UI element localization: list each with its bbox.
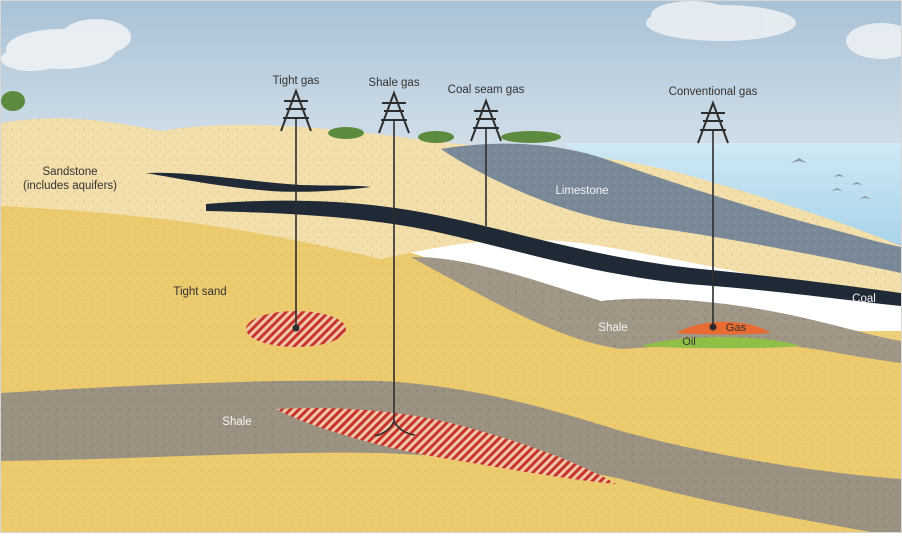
label-oil: Oil xyxy=(682,336,695,348)
cloud-top-right xyxy=(646,1,796,41)
cloud-far-right xyxy=(846,23,902,59)
well-shale-gas xyxy=(374,90,416,437)
label-coal-seam-gas: Coal seam gas xyxy=(448,84,525,96)
birds xyxy=(791,158,871,199)
shale-gas-reservoir xyxy=(276,407,616,484)
coal-seam-lower xyxy=(206,200,901,306)
coal-seam-upper xyxy=(146,172,371,192)
gas-pocket xyxy=(676,321,771,335)
label-conventional-gas: Conventional gas xyxy=(669,86,758,98)
trees xyxy=(1,91,561,143)
cloud-left xyxy=(1,19,131,71)
label-sandstone-note: (includes aquifers) xyxy=(23,180,117,192)
label-shale-lower: Shale xyxy=(222,416,251,428)
label-shale-right: Shale xyxy=(598,322,627,334)
label-tight-gas: Tight gas xyxy=(273,75,320,87)
well-coal-seam-gas xyxy=(470,98,502,226)
label-tight-sand: Tight sand xyxy=(173,286,226,298)
label-limestone: Limestone xyxy=(555,185,608,197)
well-tight-gas xyxy=(280,88,312,332)
oil-pocket xyxy=(641,337,801,349)
label-coal: Coal xyxy=(852,293,876,305)
label-shale-gas: Shale gas xyxy=(368,77,419,89)
label-gas: Gas xyxy=(726,322,747,334)
label-sandstone: Sandstone xyxy=(43,166,98,178)
well-conventional-gas xyxy=(697,100,729,331)
